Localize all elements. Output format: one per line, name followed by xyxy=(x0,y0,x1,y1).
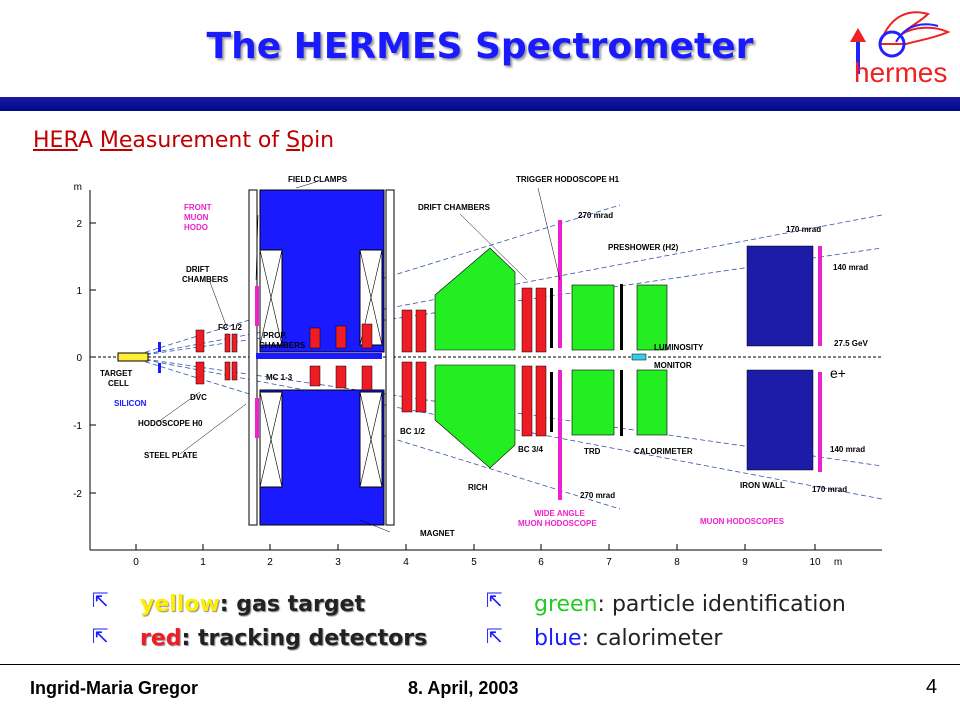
svg-text:-1: -1 xyxy=(73,421,82,432)
svg-text:WIDE ANGLE: WIDE ANGLE xyxy=(534,509,585,518)
svg-text:CHAMBERS: CHAMBERS xyxy=(182,275,229,284)
svg-text:0: 0 xyxy=(76,353,82,364)
target-cell xyxy=(117,352,149,362)
svg-text:BC 1/2: BC 1/2 xyxy=(400,427,425,436)
svg-text:27.5 GeV: 27.5 GeV xyxy=(834,339,868,348)
svg-text:HODOSCOPE H0: HODOSCOPE H0 xyxy=(138,419,203,428)
svg-text:170 mrad: 170 mrad xyxy=(786,225,821,234)
svg-text:FIELD CLAMPS: FIELD CLAMPS xyxy=(288,175,348,184)
svg-text:MC 1-3: MC 1-3 xyxy=(266,373,293,382)
svg-text:IRON WALL: IRON WALL xyxy=(740,481,785,490)
y-tick-labels: m 2 1 0 -1 -2 xyxy=(73,182,82,500)
bullet-icon: ⇱ xyxy=(92,588,109,612)
svg-text:MUON: MUON xyxy=(184,213,209,222)
header-bar xyxy=(0,97,960,111)
logo-wing xyxy=(878,11,951,45)
tracking-detectors xyxy=(195,287,547,437)
svg-text:9: 9 xyxy=(742,557,748,568)
bullet-icon: ⇱ xyxy=(486,588,503,612)
svg-text:MUON HODOSCOPES: MUON HODOSCOPES xyxy=(700,517,785,526)
logo-text: hermes xyxy=(854,57,947,88)
svg-text:m: m xyxy=(74,182,82,193)
silicon-detector xyxy=(158,342,161,373)
svg-text:e+: e+ xyxy=(830,365,846,381)
svg-text:BC 3/4: BC 3/4 xyxy=(518,445,543,454)
svg-text:TRIGGER HODOSCOPE H1: TRIGGER HODOSCOPE H1 xyxy=(516,175,620,184)
axes xyxy=(89,190,882,551)
svg-text:SILICON: SILICON xyxy=(114,399,147,408)
svg-text:5: 5 xyxy=(471,557,477,568)
svg-text:CELL: CELL xyxy=(108,379,129,388)
svg-text:4: 4 xyxy=(403,557,409,568)
bullet-yellow: yellow: gas target xyxy=(140,592,365,617)
x-tick-labels: 0 1 2 3 4 5 6 7 8 9 10 m xyxy=(133,557,842,568)
diagram-labels: FIELD CLAMPS TRIGGER HODOSCOPE H1 DRIFT … xyxy=(100,175,868,538)
svg-text:1: 1 xyxy=(76,286,82,297)
svg-text:2: 2 xyxy=(267,557,273,568)
svg-text:CHAMBERS: CHAMBERS xyxy=(259,341,306,350)
svg-text:10: 10 xyxy=(809,557,821,568)
svg-text:6: 6 xyxy=(538,557,544,568)
subtitle: HERA Measurement of Spin xyxy=(33,128,335,153)
footer-divider xyxy=(0,664,960,665)
svg-text:DRIFT CHAMBERS: DRIFT CHAMBERS xyxy=(418,203,491,212)
svg-text:7: 7 xyxy=(606,557,612,568)
bullet-blue: blue: calorimeter xyxy=(534,626,723,651)
svg-text:FC 1/2: FC 1/2 xyxy=(218,323,243,332)
svg-text:MONITOR: MONITOR xyxy=(654,361,692,370)
svg-text:FRONT: FRONT xyxy=(184,203,212,212)
svg-text:270 mrad: 270 mrad xyxy=(578,211,613,220)
spectrometer-diagram: m 2 1 0 -1 -2 0 1 2 3 4 5 6 7 8 9 10 m xyxy=(73,175,883,568)
svg-text:0: 0 xyxy=(133,557,139,568)
footer-author: Ingrid-Maria Gregor xyxy=(30,678,199,698)
svg-text:PRESHOWER (H2): PRESHOWER (H2) xyxy=(608,243,679,252)
svg-text:MAGNET: MAGNET xyxy=(420,529,455,538)
svg-text:HODO: HODO xyxy=(184,223,208,232)
svg-text:DVC: DVC xyxy=(190,393,207,402)
page-number: 4 xyxy=(926,676,938,698)
leader-lines xyxy=(157,181,561,533)
svg-text:PROP.: PROP. xyxy=(263,331,287,340)
svg-text:m: m xyxy=(834,557,842,568)
svg-text:RICH: RICH xyxy=(468,483,488,492)
page-title: The HERMES Spectrometer xyxy=(206,26,754,67)
hermes-logo: hermes xyxy=(850,11,951,88)
bullet-red: red: tracking detectors xyxy=(140,626,428,651)
svg-text:3: 3 xyxy=(335,557,341,568)
pid-detectors xyxy=(434,247,668,469)
svg-text:DRIFT: DRIFT xyxy=(186,265,210,274)
svg-text:1: 1 xyxy=(200,557,206,568)
svg-text:TARGET: TARGET xyxy=(100,369,132,378)
svg-text:170 mrad: 170 mrad xyxy=(812,485,847,494)
svg-text:TRD: TRD xyxy=(584,447,601,456)
bullet-green: green: particle identification xyxy=(534,592,846,617)
svg-text:270 mrad: 270 mrad xyxy=(580,491,615,500)
luminosity-monitor xyxy=(631,353,647,361)
svg-text:140 mrad: 140 mrad xyxy=(833,263,868,272)
bullet-icon: ⇱ xyxy=(486,624,503,648)
svg-text:-2: -2 xyxy=(73,489,82,500)
preshower xyxy=(550,284,623,436)
footer-date: 8. April, 2003 xyxy=(408,678,519,698)
iron-wall xyxy=(746,245,814,471)
hodoscopes xyxy=(255,220,822,500)
svg-text:2: 2 xyxy=(76,219,82,230)
svg-text:140 mrad: 140 mrad xyxy=(830,445,865,454)
svg-text:MUON HODOSCOPE: MUON HODOSCOPE xyxy=(518,519,597,528)
bullet-icon: ⇱ xyxy=(92,624,109,648)
svg-text:8: 8 xyxy=(674,557,680,568)
svg-text:LUMINOSITY: LUMINOSITY xyxy=(654,343,704,352)
magnet xyxy=(248,189,395,526)
svg-text:CALORIMETER: CALORIMETER xyxy=(634,447,693,456)
svg-text:STEEL PLATE: STEEL PLATE xyxy=(144,451,198,460)
